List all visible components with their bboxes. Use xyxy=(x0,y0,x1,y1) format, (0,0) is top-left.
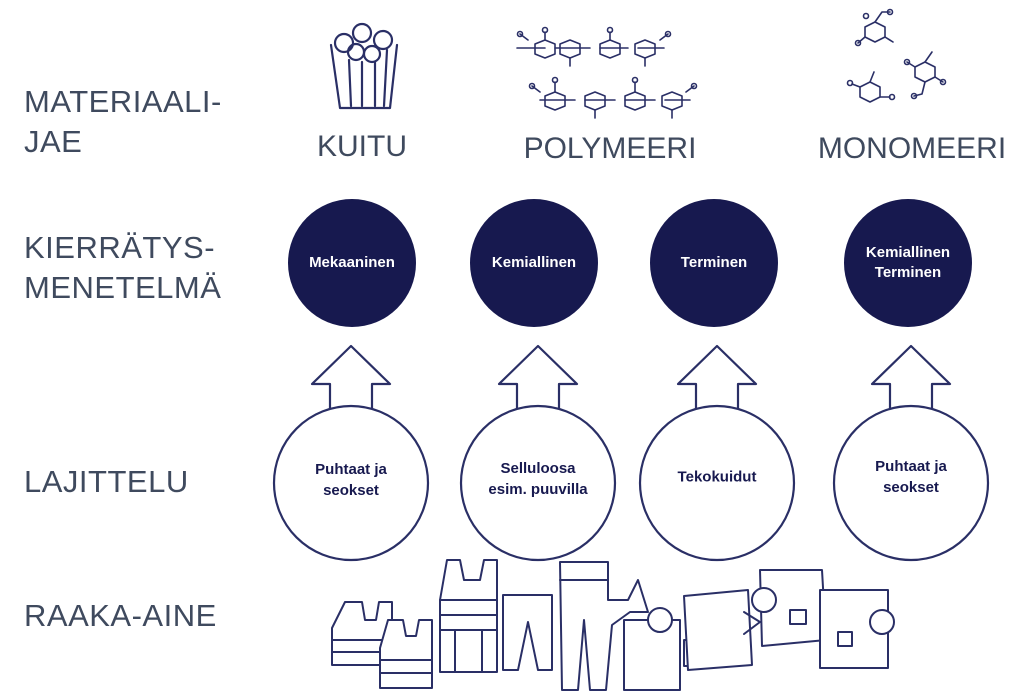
jacket-icon xyxy=(683,569,895,671)
sorting-text-line2: esim. puuvilla xyxy=(488,481,588,498)
sorting-text-line1: Puhtaat ja xyxy=(875,458,947,475)
row-label-material-line1: MATERIAALI- xyxy=(24,84,222,119)
fiber-bundle-icon xyxy=(329,22,399,110)
polymer-chain-icon xyxy=(516,26,698,119)
column-title-monomer: MONOMEERI xyxy=(817,132,1007,165)
row-label-sorting: LAJITTELU xyxy=(24,464,189,499)
method-circle-thermal: Terminen xyxy=(650,199,778,327)
method-label: Kemiallinen xyxy=(491,254,577,271)
sorting-text-4: Puhtaat ja seokset xyxy=(836,456,986,498)
sorting-text-3: Tekokuidut xyxy=(642,467,792,488)
method-circle-chemical-thermal: Kemiallinen Terminen xyxy=(844,199,972,327)
vest-icon xyxy=(379,619,433,689)
monomer-molecule-icon xyxy=(846,8,947,103)
method-circle-mechanical: Mekaaninen xyxy=(288,199,416,327)
sorting-arrow-4 xyxy=(832,344,990,562)
row-label-method-line2: MENETELMÄ xyxy=(24,270,222,305)
pants-icon xyxy=(502,594,553,671)
vest-icon xyxy=(331,601,393,666)
method-label-2: Terminen xyxy=(874,264,942,281)
row-label-method: KIERRÄTYS- MENETELMÄ xyxy=(24,228,221,308)
pants-icon xyxy=(559,561,649,691)
method-label: Mekaaninen xyxy=(309,254,395,271)
sorting-arrow-3 xyxy=(638,344,796,562)
row-label-raw: RAAKA-AINE xyxy=(24,598,217,633)
sorting-text-1: Puhtaat ja seokset xyxy=(276,459,426,501)
method-label: Terminen xyxy=(680,254,748,271)
column-title-polymer: POLYMEERI xyxy=(523,132,697,165)
row-label-method-line1: KIERRÄTYS- xyxy=(24,230,216,265)
column-title-fiber: KUITU xyxy=(317,130,407,163)
row-label-material-line2: JAE xyxy=(24,124,83,159)
method-circle-chemical: Kemiallinen xyxy=(470,199,598,327)
sorting-text-line2: seokset xyxy=(323,482,379,499)
sorting-text-line1: Puhtaat ja xyxy=(315,461,387,478)
sorting-text-line2: seokset xyxy=(883,479,939,496)
sorting-text-line1: Tekokuidut xyxy=(677,468,757,486)
sorting-text-2: Selluloosa esim. puuvilla xyxy=(463,458,613,500)
vest-icon xyxy=(439,559,498,673)
sorting-arrow-1 xyxy=(272,344,430,562)
sorting-text-line1: Selluloosa xyxy=(500,460,576,477)
shirt-icon xyxy=(623,607,701,691)
row-label-material: MATERIAALI- JAE xyxy=(24,82,222,162)
method-label: Kemiallinen xyxy=(865,244,951,261)
sorting-arrow-2 xyxy=(459,344,617,562)
